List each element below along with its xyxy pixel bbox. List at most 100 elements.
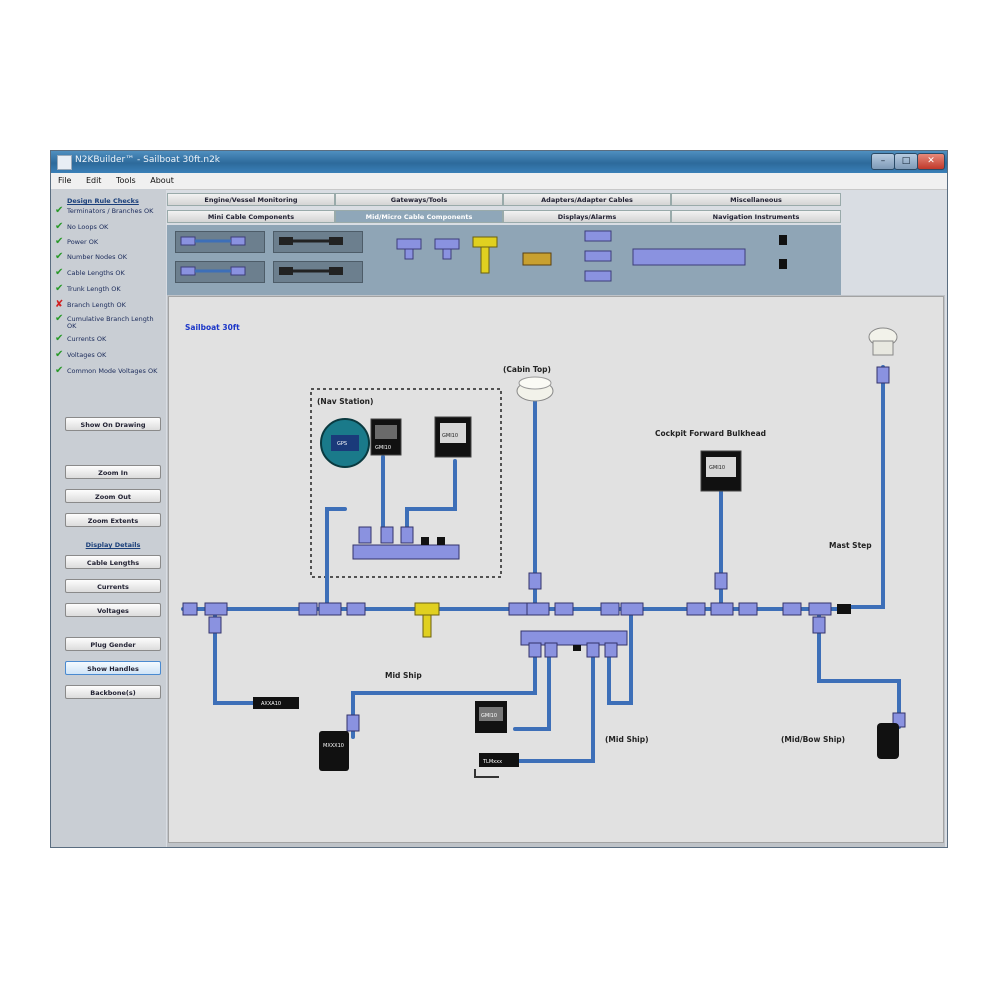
transducer-device xyxy=(479,753,519,767)
midship-module xyxy=(319,731,349,771)
menu-tools[interactable]: Tools xyxy=(115,176,136,185)
app-window: N2KBuilder™ - Sailboat 30ft.n2k – □ ✕ Fi… xyxy=(50,150,948,848)
label-nav-station: (Nav Station) xyxy=(317,397,374,406)
cable-bow xyxy=(817,607,901,729)
tab-engine-vessel[interactable]: Engine/Vessel Monitoring xyxy=(167,193,335,206)
cable-mast xyxy=(847,365,885,609)
tab-mini-cable[interactable]: Mini Cable Components xyxy=(167,210,335,223)
title-bar: N2KBuilder™ - Sailboat 30ft.n2k – □ ✕ xyxy=(51,151,947,173)
currents-button[interactable]: Currents xyxy=(65,579,161,593)
design-check-item: ✔Cable Lengths OK xyxy=(55,267,165,278)
design-check-label: Voltages OK xyxy=(67,351,107,359)
label-cabin-top: (Cabin Top) xyxy=(503,365,551,374)
tab-gateways-tools[interactable]: Gateways/Tools xyxy=(335,193,503,206)
check-icon: ✔ xyxy=(55,365,64,376)
cable-midship-1 xyxy=(351,649,537,739)
design-check-item: ✔Currents OK xyxy=(55,334,165,344)
tab-navigation[interactable]: Navigation Instruments xyxy=(671,210,841,223)
design-check-item: ✔Common Mode Voltages OK xyxy=(55,365,165,376)
terminator-yellow xyxy=(414,602,440,638)
maximize-button[interactable]: □ xyxy=(894,153,918,170)
design-check-item: ✔Trunk Length OK xyxy=(55,283,165,294)
display1-text: GMI10 xyxy=(375,445,391,451)
show-handles-button[interactable]: Show Handles xyxy=(65,661,161,675)
zoom-in-button[interactable]: Zoom In xyxy=(65,465,161,479)
sensor-text: AXXA10 xyxy=(261,701,281,707)
voltages-button[interactable]: Voltages xyxy=(65,603,161,617)
bow-sensor xyxy=(877,723,899,759)
check-icon: ✔ xyxy=(55,205,64,216)
menu-bar: File Edit Tools About xyxy=(51,173,947,190)
tab-adapters[interactable]: Adapters/Adapter Cables xyxy=(503,193,671,206)
design-check-label: Number Nodes OK xyxy=(67,253,127,261)
menu-edit[interactable]: Edit xyxy=(85,176,102,185)
canvas-frame: Sailboat 30ft (Nav Station) (Cabin Top) … xyxy=(167,295,945,847)
drawing-canvas[interactable]: Sailboat 30ft (Nav Station) (Cabin Top) … xyxy=(168,296,944,843)
component-palette xyxy=(167,225,841,295)
minimize-button[interactable]: – xyxy=(871,153,895,170)
check-icon: ✔ xyxy=(55,349,64,360)
check-icon: ✔ xyxy=(55,251,64,262)
left-panel: Design Rule Checks ✔Terminators / Branch… xyxy=(51,189,166,847)
cable-nav-1 xyxy=(325,507,347,611)
check-icon: ✔ xyxy=(55,267,64,278)
cable-midship-2 xyxy=(513,649,551,731)
menu-file[interactable]: File xyxy=(58,176,72,185)
display-details-label: Display Details xyxy=(85,541,141,549)
design-checks-title: Design Rule Checks xyxy=(67,197,139,205)
module-text: MXXX10 xyxy=(323,743,344,749)
connector-group xyxy=(182,366,906,732)
label-mid-ship-2: (Mid Ship) xyxy=(605,735,649,744)
label-mid-bow-ship: (Mid/Bow Ship) xyxy=(781,735,846,744)
check-icon: ✔ xyxy=(55,221,64,232)
design-check-label: Trunk Length OK xyxy=(67,285,121,293)
cable-lengths-button[interactable]: Cable Lengths xyxy=(65,555,161,569)
design-check-label: No Loops OK xyxy=(67,223,109,231)
app-icon xyxy=(57,155,72,170)
error-icon: ✘ xyxy=(55,299,64,310)
diagram-title: Sailboat 30ft xyxy=(185,323,240,332)
cable-midship-3 xyxy=(515,649,595,763)
show-on-drawing-button[interactable]: Show On Drawing xyxy=(65,417,161,431)
design-check-label: Common Mode Voltages OK xyxy=(67,367,158,375)
design-check-item: ✔Power OK xyxy=(55,236,165,247)
display2-text: GMI10 xyxy=(442,433,458,439)
design-check-label: Branch Length OK xyxy=(67,301,126,309)
transducer-text: TLMxxx xyxy=(482,759,502,765)
zoom-out-button[interactable]: Zoom Out xyxy=(65,489,161,503)
cockpit-display-text: GMI10 xyxy=(709,465,725,471)
close-button[interactable]: ✕ xyxy=(917,153,945,170)
check-icon: ✔ xyxy=(55,236,64,247)
menu-about[interactable]: About xyxy=(150,176,174,185)
sensor-device xyxy=(253,697,299,709)
nav-multiport-block xyxy=(352,544,460,560)
design-check-item: ✔Voltages OK xyxy=(55,349,165,360)
tab-mid-micro-cable[interactable]: Mid/Micro Cable Components xyxy=(335,210,503,223)
gps-text: GPS xyxy=(337,441,347,447)
zoom-extents-button[interactable]: Zoom Extents xyxy=(65,513,161,527)
design-check-label: Terminators / Branches OK xyxy=(67,207,154,215)
check-icon: ✔ xyxy=(55,313,64,324)
design-check-item: ✔Number Nodes OK xyxy=(55,251,165,262)
cable-loop xyxy=(607,631,633,705)
design-check-item: ✘Branch Length OK xyxy=(55,299,165,310)
nav-station-box xyxy=(310,388,502,578)
check-icon: ✔ xyxy=(55,283,64,294)
design-check-label: Cable Lengths OK xyxy=(67,269,125,277)
terminator-black xyxy=(837,604,851,614)
gmi-text: GMI10 xyxy=(481,713,497,719)
tab-miscellaneous[interactable]: Miscellaneous xyxy=(671,193,841,206)
backbones-button[interactable]: Backbone(s) xyxy=(65,685,161,699)
design-check-item: ✔Cumulative Branch Length OK xyxy=(55,313,165,330)
design-check-label: Power OK xyxy=(67,238,99,246)
plug-gender-button[interactable]: Plug Gender xyxy=(65,637,161,651)
window-title: N2KBuilder™ - Sailboat 30ft.n2k xyxy=(75,155,221,165)
design-check-item: ✔Terminators / Branches OK xyxy=(55,205,165,216)
design-check-item: ✔No Loops OK xyxy=(55,221,165,232)
cable-sensor xyxy=(213,607,257,705)
tab-displays-alarms[interactable]: Displays/Alarms xyxy=(503,210,671,223)
cable-nav-3 xyxy=(405,459,457,531)
palette-connectors-graphic xyxy=(180,230,787,282)
design-check-label: Currents OK xyxy=(67,335,107,343)
design-check-label: Cumulative Branch Length OK xyxy=(67,315,154,330)
